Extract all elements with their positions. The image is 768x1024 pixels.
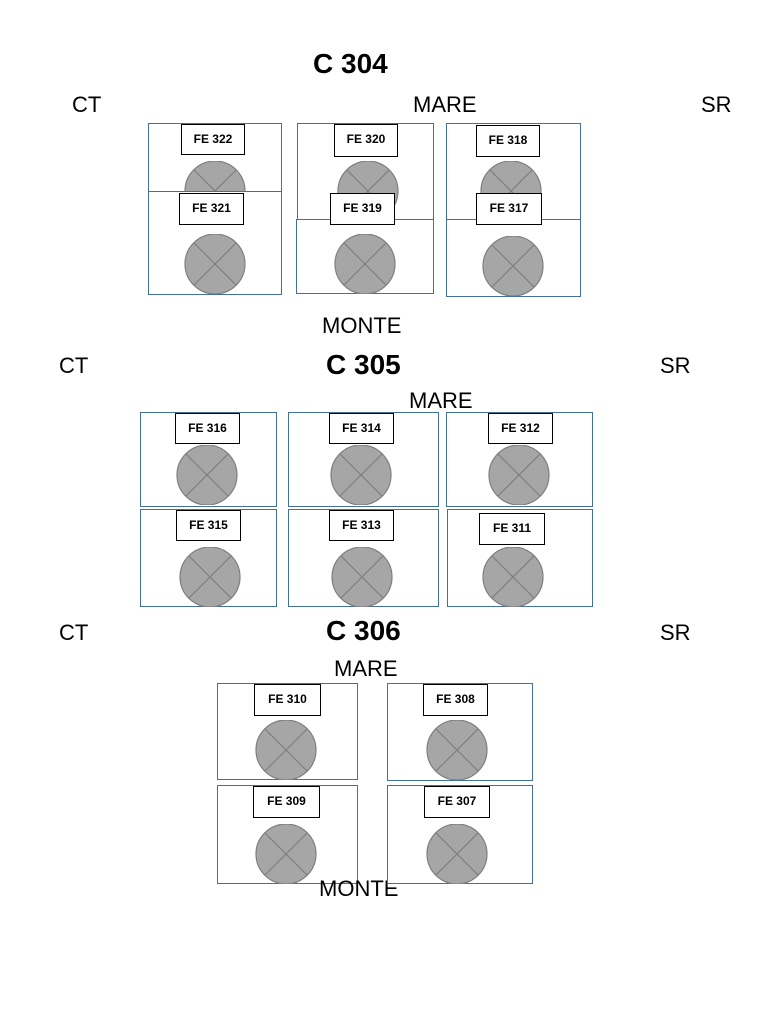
fixture-cell[interactable]: FE 314 bbox=[288, 412, 439, 507]
fixture-label: FE 319 bbox=[330, 193, 395, 225]
circle-x-icon bbox=[330, 445, 392, 505]
fixture-label: FE 318 bbox=[476, 125, 540, 157]
fixture-label: FE 321 bbox=[179, 193, 244, 225]
circle-x-icon bbox=[184, 234, 246, 294]
room-title: C 305 bbox=[326, 349, 401, 380]
fixture-label: FE 312 bbox=[488, 413, 553, 444]
fixture-cell[interactable]: FE 309 bbox=[217, 785, 358, 884]
fixture-cell[interactable] bbox=[296, 219, 434, 294]
fixture-label: FE 320 bbox=[334, 124, 398, 157]
fixture-label: FE 322 bbox=[181, 124, 245, 155]
side-label-bottom: MONTE bbox=[319, 876, 399, 901]
circle-x-icon bbox=[426, 720, 488, 780]
fixture-label: FE 310 bbox=[254, 684, 321, 716]
circle-x-icon bbox=[482, 236, 544, 296]
circle-x-icon bbox=[255, 824, 317, 884]
side-label-left: CT bbox=[59, 353, 89, 378]
side-label-right: SR bbox=[660, 353, 691, 378]
circle-x-icon bbox=[176, 445, 238, 505]
fixture-cell[interactable]: FE 307 bbox=[387, 785, 533, 884]
fixture-label: FE 314 bbox=[329, 413, 394, 444]
fixture-label: FE 309 bbox=[253, 786, 320, 818]
side-label-right: SR bbox=[660, 620, 691, 645]
fixture-cell[interactable]: FE 316 bbox=[140, 412, 277, 507]
fixture-label: FE 315 bbox=[176, 510, 241, 541]
circle-x-icon bbox=[255, 720, 317, 780]
side-label-bottom: MONTE bbox=[322, 313, 402, 338]
fixture-cell[interactable]: FE 310 bbox=[217, 683, 358, 780]
side-label-top: MARE bbox=[409, 388, 473, 413]
fixture-cell[interactable] bbox=[446, 219, 581, 297]
circle-x-icon bbox=[179, 547, 241, 607]
fixture-cell[interactable]: FE 322 bbox=[148, 123, 282, 221]
fixture-cell[interactable]: FE 315 bbox=[140, 509, 277, 607]
fixture-label: FE 317 bbox=[476, 193, 542, 225]
side-label-left: CT bbox=[59, 620, 89, 645]
circle-x-icon bbox=[426, 824, 488, 884]
fixture-cell[interactable]: FE 308 bbox=[387, 683, 533, 781]
room-title: C 304 bbox=[313, 48, 388, 79]
circle-x-icon bbox=[334, 234, 396, 294]
room-title: C 306 bbox=[326, 615, 401, 646]
fixture-label: FE 308 bbox=[423, 684, 488, 716]
fixture-cell[interactable]: FE 311 bbox=[447, 509, 593, 607]
fixture-label: FE 307 bbox=[424, 786, 490, 818]
fixture-label: FE 313 bbox=[329, 510, 394, 541]
fixture-cell[interactable]: FE 312 bbox=[446, 412, 593, 507]
fixture-cell[interactable]: FE 313 bbox=[288, 509, 439, 607]
side-label-top: MARE bbox=[334, 656, 398, 681]
fixture-cell[interactable]: FE 321 bbox=[148, 191, 282, 295]
fixture-label: FE 311 bbox=[479, 513, 545, 545]
side-label-left: CT bbox=[72, 92, 102, 117]
circle-x-icon bbox=[488, 445, 550, 505]
side-label-right: SR bbox=[701, 92, 732, 117]
circle-x-icon bbox=[482, 547, 544, 607]
circle-x-icon bbox=[331, 547, 393, 607]
fixture-label: FE 316 bbox=[175, 413, 240, 444]
side-label-top: MARE bbox=[413, 92, 477, 117]
